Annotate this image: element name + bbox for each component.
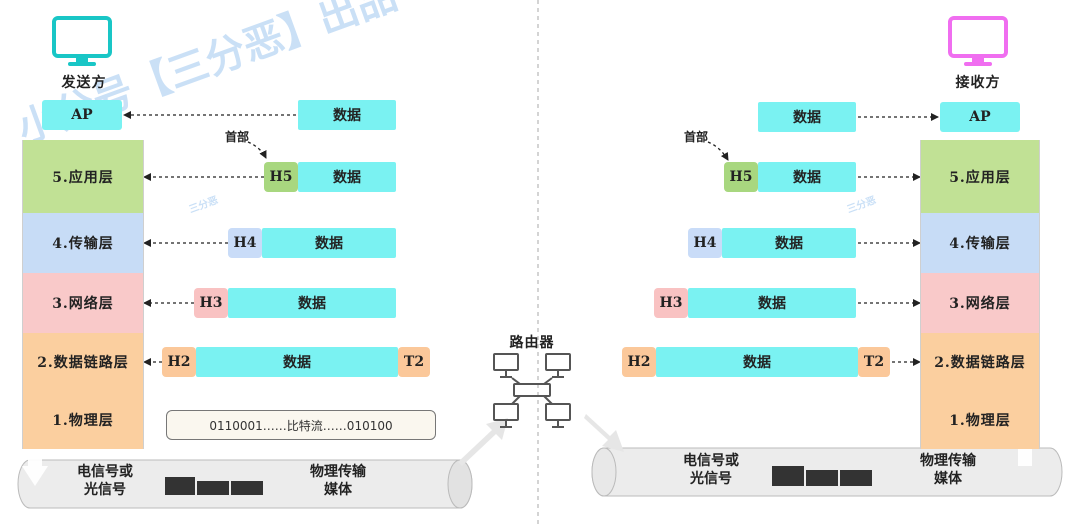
receiver-layer-network: 3.网络层	[920, 273, 1040, 333]
receiver-header-label: 首部	[684, 130, 709, 144]
receiver-layer-transport: 4.传输层	[920, 213, 1040, 273]
sender-medium-signal-label: 电信号或 光信号	[77, 464, 133, 498]
receiver-l2-data: 数据	[656, 347, 858, 377]
to-router-arrow	[458, 418, 508, 466]
from-router-arrow	[584, 414, 624, 452]
receiver-dashed-arrows	[707, 113, 939, 366]
sender-dashed-arrows	[123, 111, 296, 366]
receiver-layer-physical: 1.物理层	[920, 391, 1040, 449]
receiver-layer-application: 5.应用层	[920, 140, 1040, 213]
receiver-l5-data: 数据	[758, 162, 856, 192]
sender-l3-data: 数据	[228, 288, 396, 318]
sender-l5-data: 数据	[298, 162, 396, 192]
receiver-medium-signal-label: 电信号或 光信号	[683, 453, 739, 487]
sender-h3: H3	[194, 288, 228, 318]
receiver-h3: H3	[654, 288, 688, 318]
router-label: 路由器	[509, 335, 555, 351]
receiver-l4-data: 数据	[722, 228, 856, 258]
sender-medium-cylinder	[17, 459, 473, 509]
receiver-layer-datalink: 2.数据链路层	[920, 333, 1040, 391]
sender-layer-transport: 4.传输层	[22, 213, 144, 273]
receiver-ap-data: 数据	[758, 102, 856, 132]
receiver-h4: H4	[688, 228, 722, 258]
receiver-medium-media-label: 物理传输 媒体	[920, 453, 976, 487]
sender-t2: T2	[398, 347, 430, 377]
receiver-medium-cylinder	[591, 447, 1063, 497]
sender-layer-network: 3.网络层	[22, 273, 144, 333]
receiver-h5: H5	[724, 162, 758, 192]
sender-h5: H5	[264, 162, 298, 192]
receiver-ap-box: AP	[940, 102, 1020, 132]
sender-h4: H4	[228, 228, 262, 258]
sender-title: 发送方	[61, 75, 107, 91]
sender-l4-data: 数据	[262, 228, 396, 258]
router-icon	[493, 353, 571, 428]
receiver-monitor-icon	[948, 16, 1008, 66]
sender-header-label: 首部	[225, 130, 250, 144]
receiver-h2: H2	[622, 347, 656, 377]
sender-medium-media-label: 物理传输 媒体	[310, 464, 366, 498]
receiver-l3-data: 数据	[688, 288, 856, 318]
sender-layer-application: 5.应用层	[22, 140, 144, 213]
sender-ap-box: AP	[42, 100, 122, 130]
sender-l2-data: 数据	[196, 347, 398, 377]
sender-ap-data: 数据	[298, 100, 396, 130]
receiver-t2: T2	[858, 347, 890, 377]
sender-h2: H2	[162, 347, 196, 377]
sender-layer-datalink: 2.数据链路层	[22, 333, 144, 391]
receiver-title: 接收方	[955, 75, 1001, 91]
sender-monitor-icon	[52, 16, 112, 66]
sender-bitstream: 0110001……比特流……010100	[166, 410, 436, 440]
sender-layer-physical: 1.物理层	[22, 391, 144, 449]
